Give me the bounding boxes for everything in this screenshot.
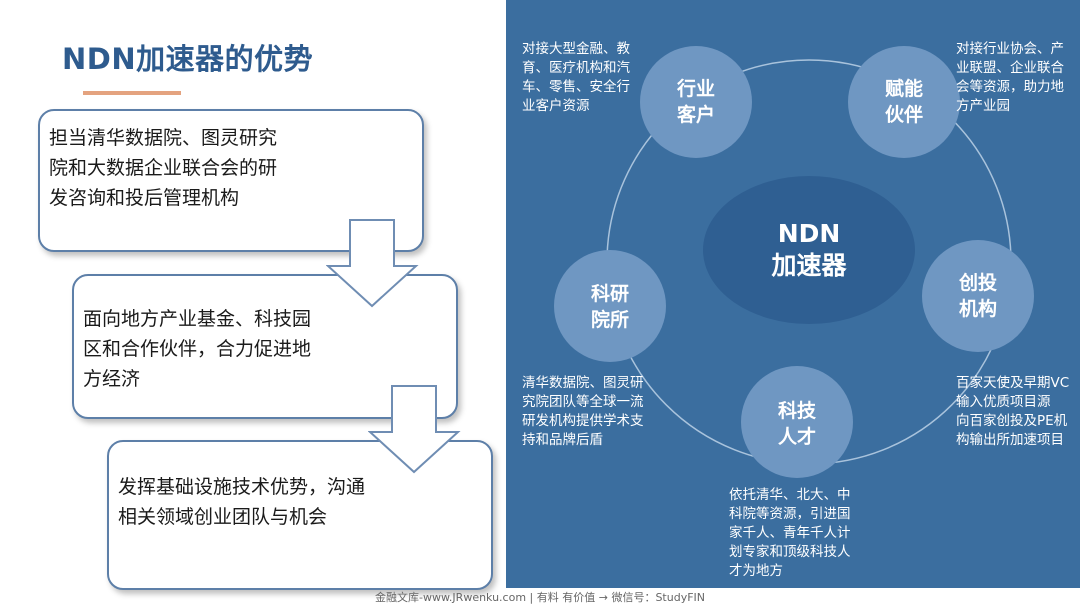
node-label-line2: 客户 [676,104,715,126]
center-label-line2: 加速器 [771,251,847,280]
step-text-3: 发挥基础设施技术优势，沟通相关领域创业团队与机会 [118,476,366,528]
node-industry-clients: 行业 客户 [656,76,736,128]
node-empower-partners-circle [848,46,960,158]
center-label-line1: NDN [777,219,841,248]
ecosystem-panel: NDN 加速器 行业 客户 赋能 伙伴 创投 机构 科技 人才 科研 院所 对接… [506,0,1080,588]
center-ellipse [703,176,915,324]
node-research-institutes-circle [554,250,666,362]
node-empower-partners: 赋能 伙伴 [864,76,944,128]
node-tech-talent: 科技 人才 [757,398,837,450]
title-underline [83,91,181,95]
down-arrow-icon-1 [326,219,419,308]
node-label-line1: 赋能 [884,78,923,100]
node-industry-clients-circle [640,46,752,158]
step-box-1: 担当清华数据院、图灵研究院和大数据企业联合会的研发咨询和投后管理机构 [38,109,424,252]
node-label-line2: 伙伴 [884,104,923,126]
ecosystem-diagram [554,46,1034,478]
node-research-institutes: 科研 院所 [570,281,650,333]
desc-empower-partners: 对接行业协会、产业联盟、企业联合会等资源，助力地方产业园 [956,41,1064,114]
desc-tech-talent: 依托清华、北大、中科院等资源，引进国家千人、青年千人计划专家和顶级科技人才为地方 [729,487,851,579]
center-label: NDN 加速器 [739,218,879,282]
node-label-line1: 科研 [590,283,629,305]
desc-research-institutes: 清华数据院、图灵研究院团队等全球一流研发机构提供学术支持和品牌后盾 [522,375,644,448]
step-box-3: 发挥基础设施技术优势，沟通相关领域创业团队与机会 [107,440,493,590]
node-vc-institutions-circle [922,240,1034,352]
node-vc-institutions: 创投 机构 [938,270,1018,322]
desc-industry-clients: 对接大型金融、教育、医疗机构和汽车、零售、安全行业客户资源 [522,41,630,114]
node-label-line1: 科技 [777,400,816,422]
page-title: NDN加速器的优势 [62,42,314,76]
node-label-line1: 行业 [676,78,715,100]
node-label-line1: 创投 [958,272,997,294]
node-tech-talent-circle [741,366,853,478]
step-text-1: 担当清华数据院、图灵研究院和大数据企业联合会的研发咨询和投后管理机构 [49,127,278,209]
down-arrow-icon-2 [368,385,461,474]
node-label-line2: 人才 [777,426,816,448]
footer-watermark: 金融文库-www.JRwenku.com | 有料 有价值 → 微信号：Stud… [374,591,706,604]
desc-vc-institutions: 百家天使及早期VC输入优质项目源 向百家创投及PE机构输出所加速项目 [956,375,1070,448]
node-label-line2: 院所 [590,309,629,331]
node-label-line2: 机构 [958,298,997,320]
step-text-2: 面向地方产业基金、科技园区和合作伙伴，合力促进地方经济 [83,308,312,390]
